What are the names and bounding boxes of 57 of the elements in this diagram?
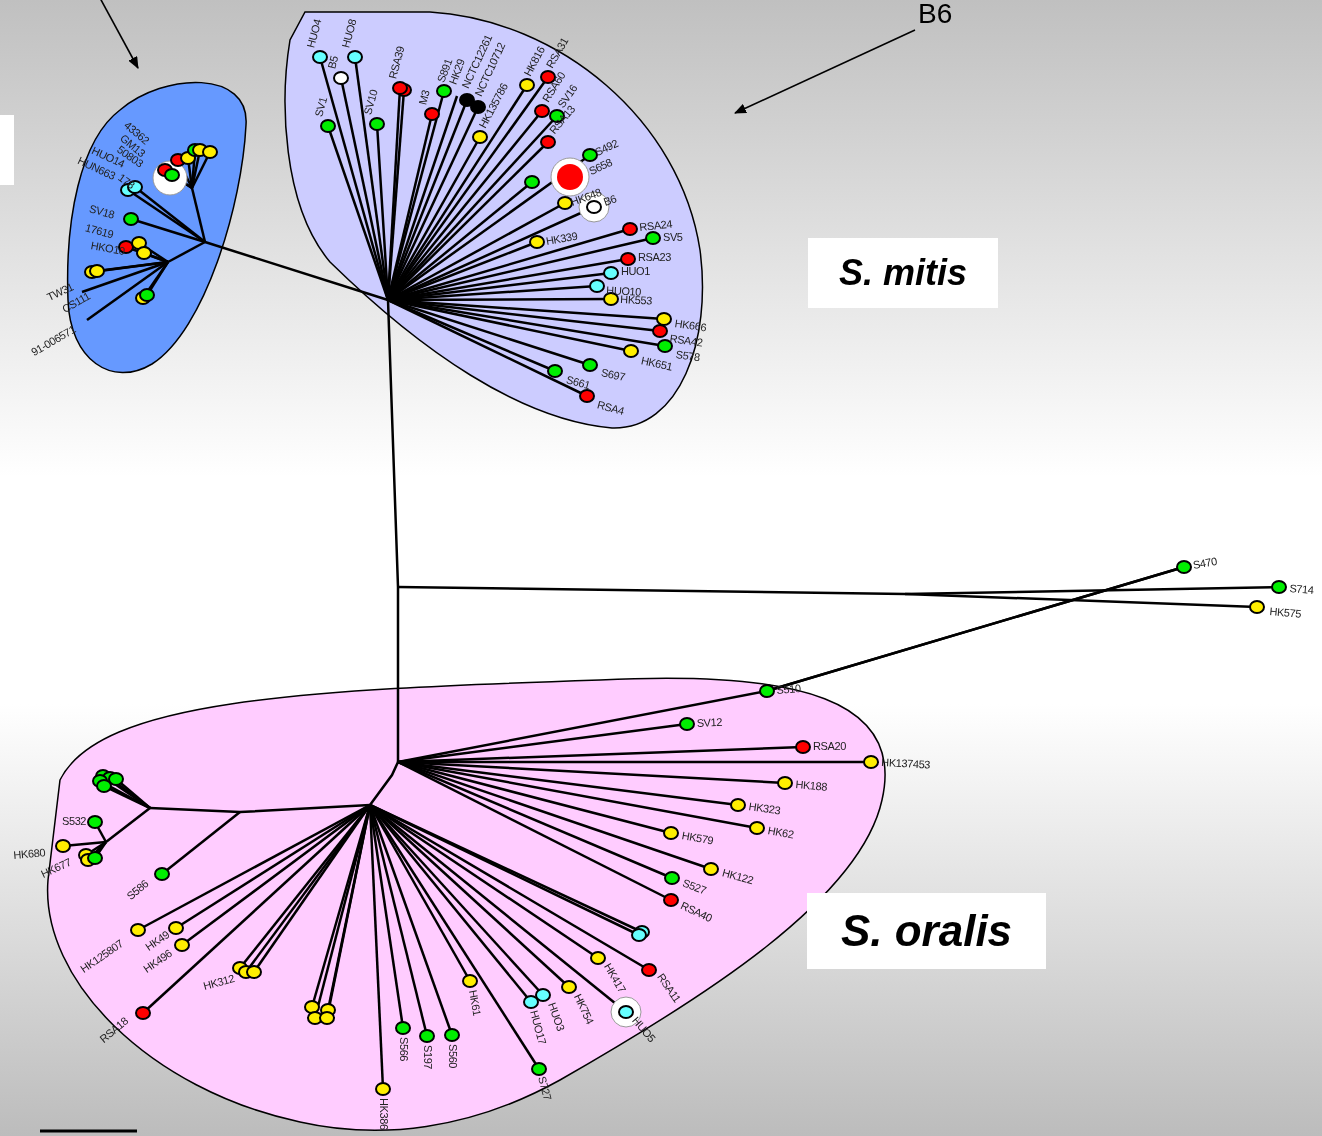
strain-label: HK575 xyxy=(1269,606,1302,620)
strain-label: S527 xyxy=(681,877,708,897)
strain-label: SV5 xyxy=(663,232,683,243)
strain-label: RSA4 xyxy=(596,399,626,417)
strain-label: SV12 xyxy=(696,716,723,729)
strain-label: 17619 xyxy=(84,222,115,241)
strain-label: SV10 xyxy=(362,88,380,116)
arrow xyxy=(734,29,916,114)
strain-label: S661 xyxy=(565,374,592,392)
strain-label: HK579 xyxy=(681,830,715,847)
strain-label: RSA20 xyxy=(813,741,846,752)
clade-name-label: S. oralis xyxy=(807,893,1046,969)
strain-label: HK188 xyxy=(795,779,828,793)
strain-label: HK339 xyxy=(545,230,579,247)
strain-label: M3 xyxy=(417,89,432,106)
strain-label: 178 xyxy=(116,172,137,191)
strain-label: S714 xyxy=(1289,583,1314,597)
strain-label: S492 xyxy=(593,137,620,158)
strain-label: HUO8 xyxy=(340,18,359,49)
strain-label: RSA39 xyxy=(387,45,407,80)
strain-label: S578 xyxy=(675,349,701,364)
strain-label: RSA24 xyxy=(638,218,673,233)
strain-label: B6 xyxy=(602,193,618,208)
clade-region xyxy=(284,11,704,429)
strain-label: S532 xyxy=(62,816,87,827)
strain-label: HK61 xyxy=(467,989,483,1017)
strain-label: HK323 xyxy=(748,801,781,817)
clade-name-label: S. mitis xyxy=(808,238,998,308)
strain-label: HK666 xyxy=(674,318,707,334)
strain-label: S510 xyxy=(776,682,801,696)
strain-label: HK651 xyxy=(640,355,674,373)
label-box xyxy=(0,115,14,185)
callout-label: B6 xyxy=(918,0,978,30)
strain-label: HKO10 xyxy=(90,240,126,257)
strain-label: RSA42 xyxy=(669,333,704,349)
strain-label: SV1 xyxy=(313,96,330,118)
arrow xyxy=(99,0,139,69)
strain-label: HK137453 xyxy=(881,757,931,771)
strain-label: SV18 xyxy=(88,203,116,221)
strain-label: HUO4 xyxy=(305,18,324,49)
strain-label: HK312 xyxy=(202,973,236,992)
strain-label: S470 xyxy=(1192,556,1218,571)
strain-label: S560 xyxy=(447,1044,458,1069)
strain-label: HK122 xyxy=(721,867,755,887)
strain-label: HUO1 xyxy=(621,266,650,277)
strain-label: S658 xyxy=(587,156,614,177)
strain-label: S727 xyxy=(536,1075,553,1102)
strain-label: S197 xyxy=(422,1045,433,1070)
strain-label: RSA23 xyxy=(638,252,671,263)
strain-label: B5 xyxy=(326,54,341,70)
strain-label: HUO3 xyxy=(546,1001,567,1033)
strain-label: HK62 xyxy=(767,825,795,841)
strain-label: HK386 xyxy=(378,1098,389,1130)
strain-label: S697 xyxy=(600,367,626,383)
strain-label: HK648 xyxy=(569,186,603,208)
strain-label: S566 xyxy=(398,1037,409,1062)
strain-label: HUO17 xyxy=(528,1009,548,1046)
